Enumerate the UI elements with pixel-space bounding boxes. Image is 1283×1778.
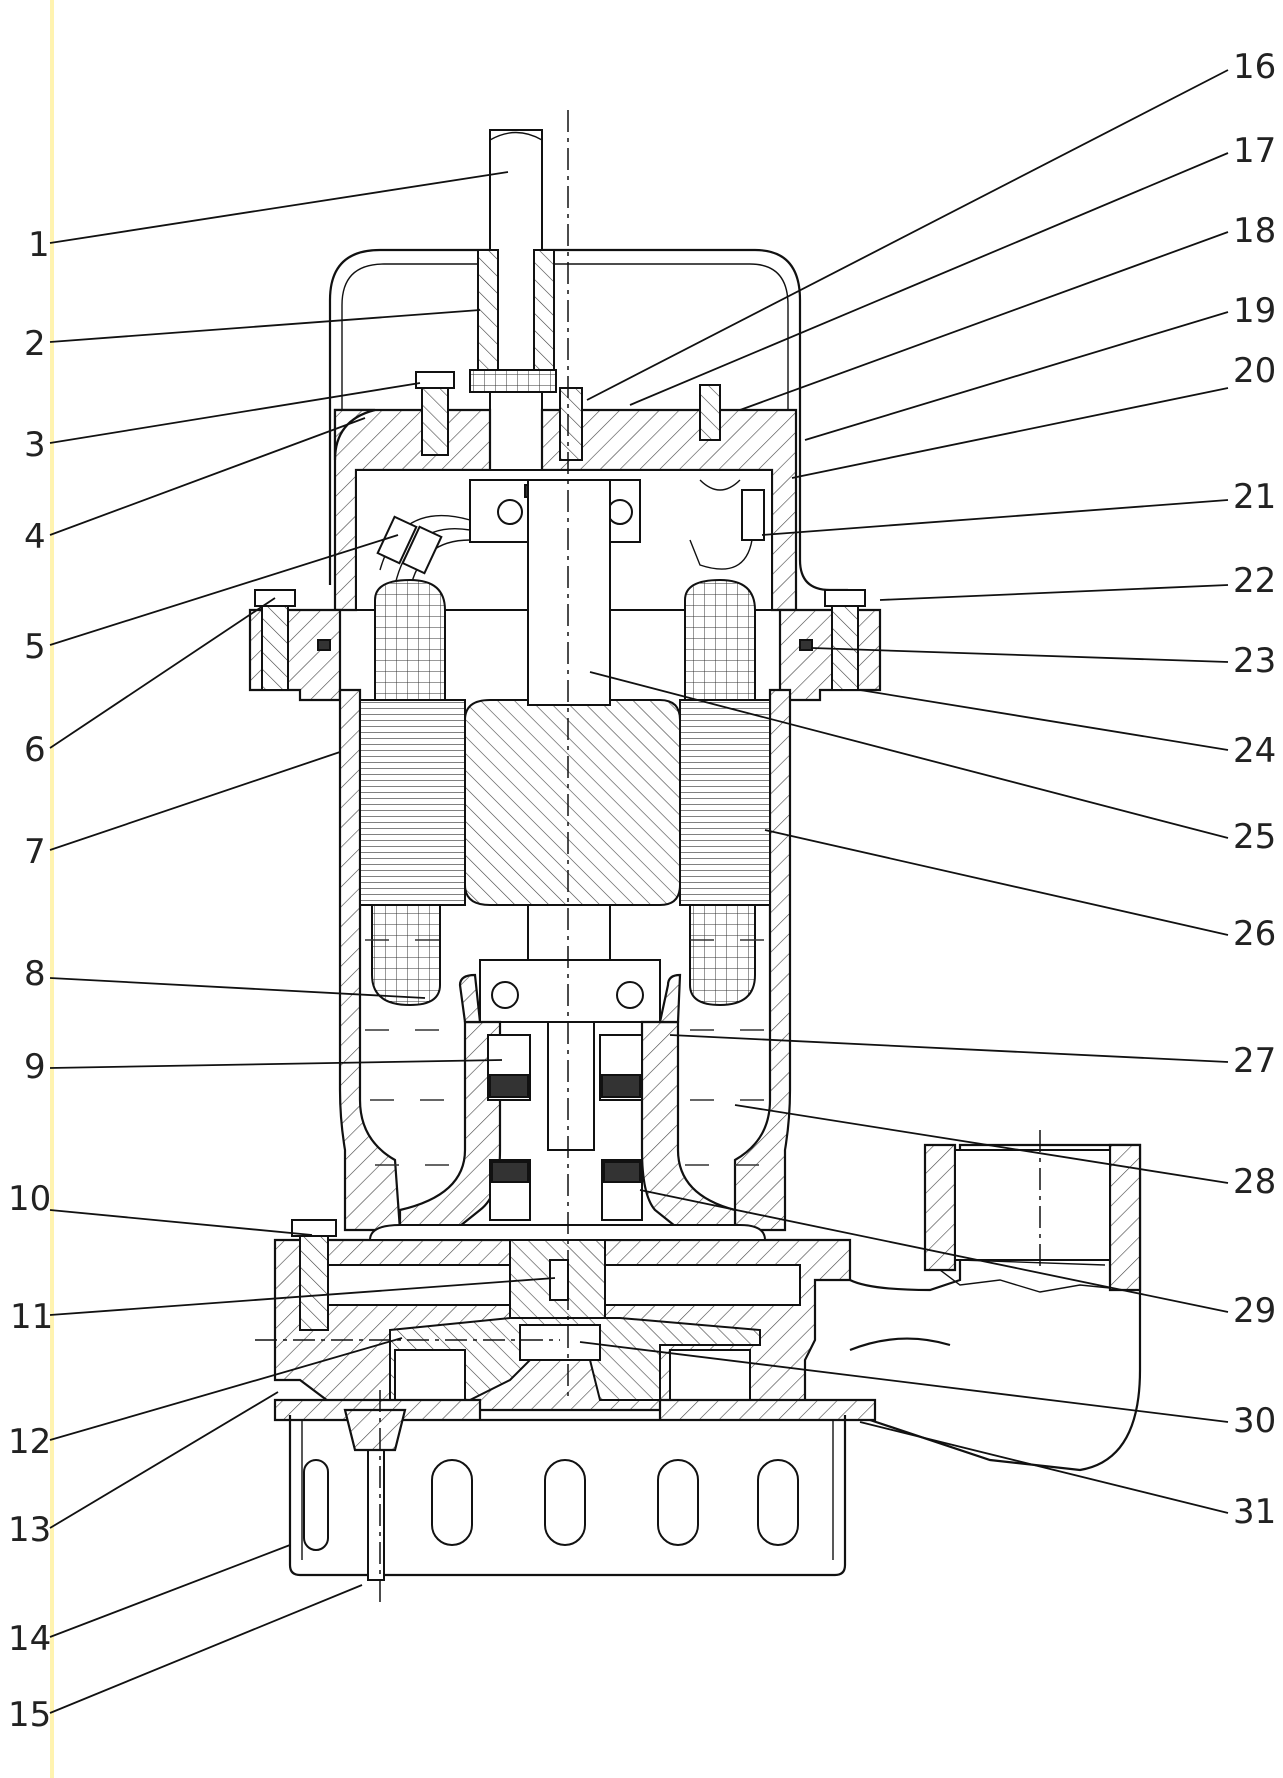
callout-15: 15: [8, 1695, 51, 1735]
callout-14: 14: [8, 1619, 51, 1659]
stator-winding-top-right: [684, 578, 756, 701]
callout-28: 28: [1233, 1162, 1276, 1202]
leader-20: [791, 387, 1229, 479]
callout-31: 31: [1233, 1492, 1276, 1532]
leader-2: [49, 309, 481, 343]
leader-5: [49, 534, 399, 646]
strainer-slots: [303, 1459, 799, 1551]
oil-chamber-housing: [398, 1020, 502, 1232]
left-callout-numbers: 1 2 3 4 5 6 7 8 9 10 11 12 13 14 15: [8, 225, 53, 1735]
discharge-outlet: [849, 1143, 1142, 1472]
callout-3: 3: [24, 425, 46, 465]
leader-23: [811, 647, 1229, 663]
callout-1: 1: [28, 225, 50, 265]
stator-winding-bottom-right: [689, 904, 756, 1007]
pump-drawing: [248, 110, 1142, 1605]
leader-7: [49, 751, 341, 851]
callout-8: 8: [24, 954, 46, 994]
right-callout-numbers: 16 17 18 19 20 21 22 23 24 25 26 27 28 2…: [1233, 47, 1276, 1532]
flange-bolt-right: [831, 594, 859, 691]
callout-18: 18: [1233, 211, 1276, 251]
leader-16: [586, 69, 1229, 401]
callout-21: 21: [1233, 477, 1276, 517]
callout-9: 9: [24, 1047, 46, 1087]
callout-27: 27: [1233, 1041, 1276, 1081]
callout-24: 24: [1233, 731, 1276, 771]
leader-17: [629, 152, 1229, 406]
callout-16: 16: [1233, 47, 1276, 87]
callout-13: 13: [8, 1510, 51, 1550]
o-ring-left: [317, 639, 331, 651]
callout-25: 25: [1233, 817, 1276, 857]
leader-13: [49, 1391, 279, 1529]
leader-29: [639, 1189, 1229, 1313]
leader-27: [669, 1034, 1229, 1063]
leader-28: [734, 1104, 1229, 1184]
leader-9: [49, 1059, 503, 1069]
leader-11: [49, 1277, 556, 1316]
strainer-base: [288, 1415, 847, 1577]
callout-7: 7: [24, 832, 46, 872]
stator-housing: [338, 688, 402, 1232]
leader-6: [49, 597, 276, 749]
leader-15: [49, 1584, 363, 1714]
stator-core-right: [679, 699, 771, 906]
leader-19: [804, 311, 1229, 441]
callout-11: 11: [10, 1297, 53, 1337]
callout-20: 20: [1233, 351, 1276, 391]
scan-edge-marks: [50, 0, 54, 1778]
callout-6: 6: [24, 730, 46, 770]
motor-cover: [328, 248, 848, 592]
leader-10: [49, 1209, 313, 1236]
callout-22: 22: [1233, 561, 1276, 601]
callout-2: 2: [24, 324, 46, 364]
callout-10: 10: [8, 1179, 51, 1219]
casing-bolt: [299, 1224, 329, 1331]
oil-level-lines: [365, 939, 770, 1166]
leader-1: [49, 171, 509, 244]
leader-14: [49, 1544, 291, 1638]
cover-bolt-right: [699, 384, 721, 441]
thermal-protector: [741, 489, 765, 541]
leader-25: [589, 671, 1229, 839]
impeller-key: [549, 1259, 569, 1301]
rotor: [464, 699, 681, 906]
suction-cover: [273, 1398, 877, 1422]
stator-winding-top-left: [374, 578, 446, 701]
leader-4: [49, 417, 366, 536]
stator-core-left: [359, 699, 466, 906]
leader-18: [739, 231, 1229, 411]
leader-30: [579, 1341, 1229, 1423]
callout-17: 17: [1233, 131, 1276, 171]
leader-8: [49, 977, 426, 999]
cable-clamp-screw: [559, 387, 583, 461]
leader-lines: [49, 69, 1229, 1714]
callout-23: 23: [1233, 641, 1276, 681]
o-ring-right: [799, 639, 813, 651]
callout-26: 26: [1233, 914, 1276, 954]
callout-4: 4: [24, 517, 46, 557]
callout-19: 19: [1233, 291, 1276, 331]
leader-24: [859, 689, 1229, 751]
leader-12: [49, 1337, 403, 1441]
callout-30: 30: [1233, 1401, 1276, 1441]
leader-22: [879, 584, 1229, 601]
stator-winding-bottom-left: [371, 904, 441, 1007]
callout-5: 5: [24, 627, 46, 667]
leader-3: [49, 382, 421, 444]
leader-31: [859, 1421, 1229, 1514]
leader-26: [764, 829, 1229, 936]
motor-shaft: [527, 479, 611, 706]
motor-cover-inner: [341, 263, 789, 585]
leader-21: [761, 499, 1229, 536]
callout-12: 12: [8, 1422, 51, 1462]
callout-29: 29: [1233, 1291, 1276, 1331]
flange-bolt-left: [261, 594, 289, 691]
